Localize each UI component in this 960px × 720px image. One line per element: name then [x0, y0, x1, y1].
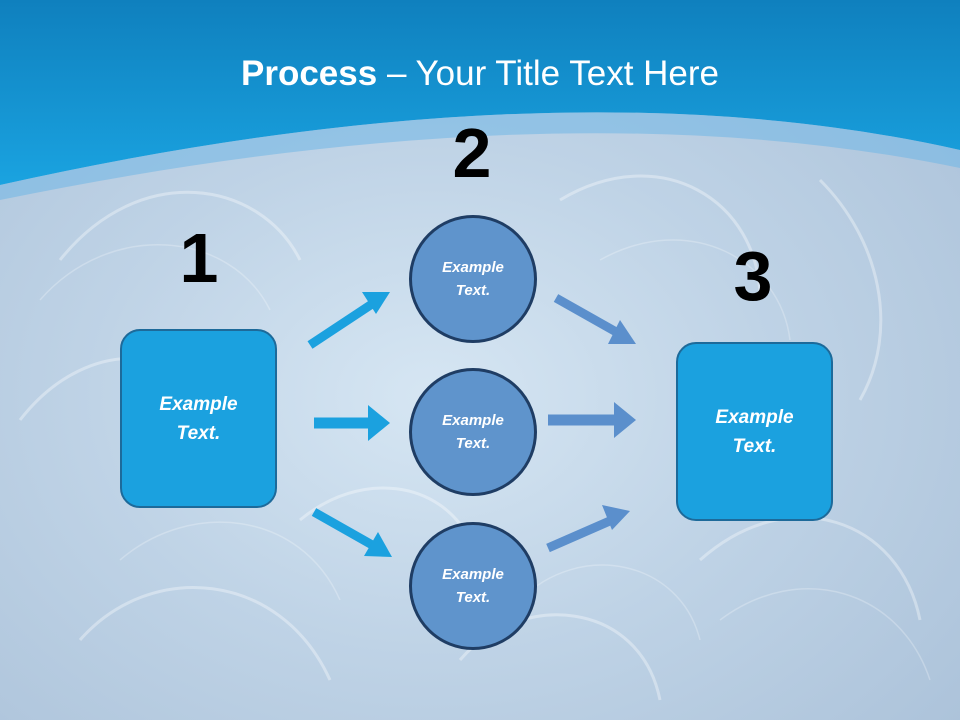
arrow-from-top-shaft: [553, 294, 621, 337]
circle-bottom: Example Text.: [409, 522, 537, 650]
right-box: Example Text.: [676, 342, 833, 521]
frost-pattern-thin: [39, 239, 931, 681]
title-bold: Process: [241, 54, 378, 93]
right-box-text: Example Text.: [715, 406, 794, 457]
circle-bottom-text: Example Text.: [442, 566, 504, 606]
circle-middle: Example Text.: [409, 368, 537, 496]
arrow-from-bottom-shaft: [546, 515, 614, 553]
step-number-1: 1: [179, 219, 219, 297]
arrow-from-bottom-head: [602, 505, 630, 530]
left-box: Example Text.: [120, 329, 277, 508]
step-number-2: 2: [452, 114, 492, 192]
slide-title: Process – Your Title Text Here: [0, 52, 960, 96]
circle-middle-text: Example Text.: [442, 412, 504, 452]
arrow-to-middle-head: [368, 405, 390, 441]
title-rest: – Your Title Text Here: [377, 54, 719, 93]
left-box-text: Example Text.: [159, 393, 238, 444]
arrow-from-middle-head: [614, 402, 636, 438]
arrow-from-top-head: [608, 320, 636, 344]
circle-top: Example Text.: [409, 215, 537, 343]
arrow-to-top-head: [362, 292, 390, 314]
step-number-3: 3: [733, 237, 773, 315]
arrow-to-bottom-head: [364, 532, 392, 557]
header-swoosh: [0, 112, 960, 200]
arrow-to-top-shaft: [307, 300, 375, 349]
arrow-to-bottom-shaft: [311, 508, 377, 550]
header-band: [0, 0, 960, 185]
circle-top-text: Example Text.: [442, 259, 504, 299]
